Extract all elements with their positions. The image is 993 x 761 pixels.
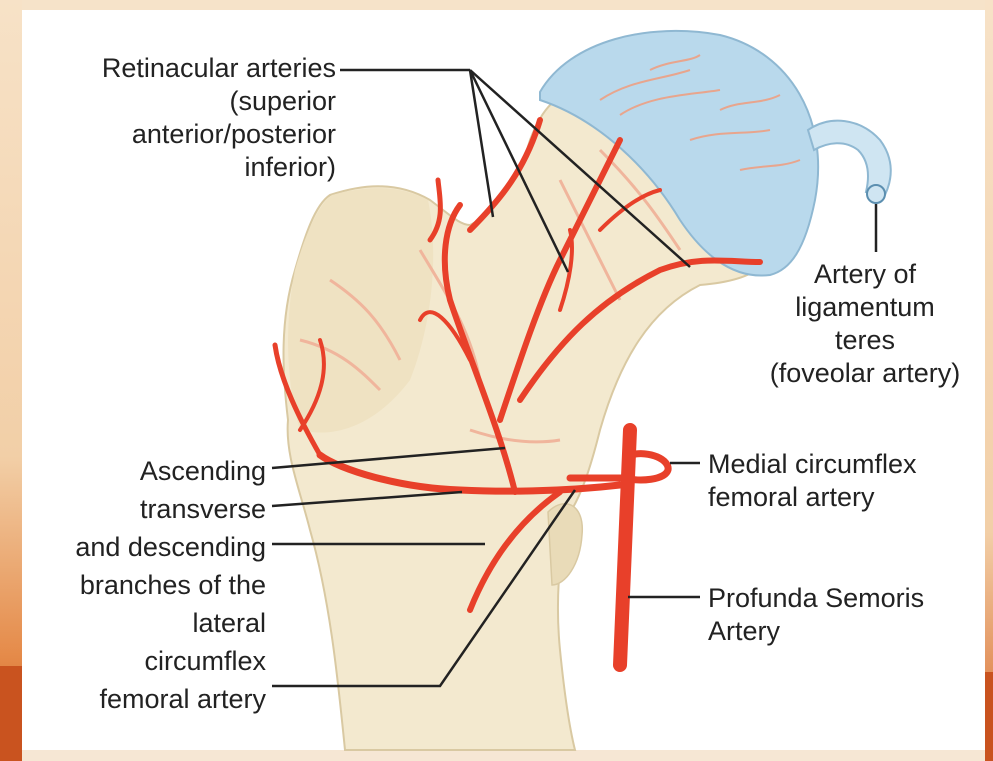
label-retinacular-arteries: Retinacular arteries (superior anterior/… [30, 52, 336, 184]
label-line: inferior) [30, 151, 336, 184]
label-line: Artery [708, 615, 924, 648]
label-line: femoral artery [20, 680, 266, 718]
label-line: teres [745, 324, 985, 357]
label-line: Artery of [745, 258, 985, 291]
label-line: ligamentum [745, 291, 985, 324]
profunda-artery [620, 430, 630, 665]
label-line: anterior/posterior [30, 118, 336, 151]
label-line: Ascending [20, 452, 266, 490]
label-line: Medial circumflex [708, 448, 917, 481]
label-line: Profunda Semoris [708, 582, 924, 615]
label-artery-of-ligamentum-teres: Artery of ligamentum teres (foveolar art… [745, 258, 985, 390]
label-line: lateral [20, 604, 266, 642]
lesser-trochanter [548, 504, 582, 585]
label-profunda-femoris-artery: Profunda Semoris Artery [708, 582, 924, 648]
label-line: femoral artery [708, 481, 917, 514]
label-medial-circumflex-femoral-artery: Medial circumflex femoral artery [708, 448, 917, 514]
label-lateral-circumflex-branches: Ascending transverse and descending bran… [20, 452, 266, 718]
label-line: and descending [20, 528, 266, 566]
ligamentum-stump [867, 185, 885, 203]
label-line: Retinacular arteries [30, 52, 336, 85]
label-line: (superior [30, 85, 336, 118]
ligamentum-teres [808, 121, 891, 195]
label-line: (foveolar artery) [745, 357, 985, 390]
label-line: circumflex [20, 642, 266, 680]
label-line: branches of the [20, 566, 266, 604]
label-line: transverse [20, 490, 266, 528]
